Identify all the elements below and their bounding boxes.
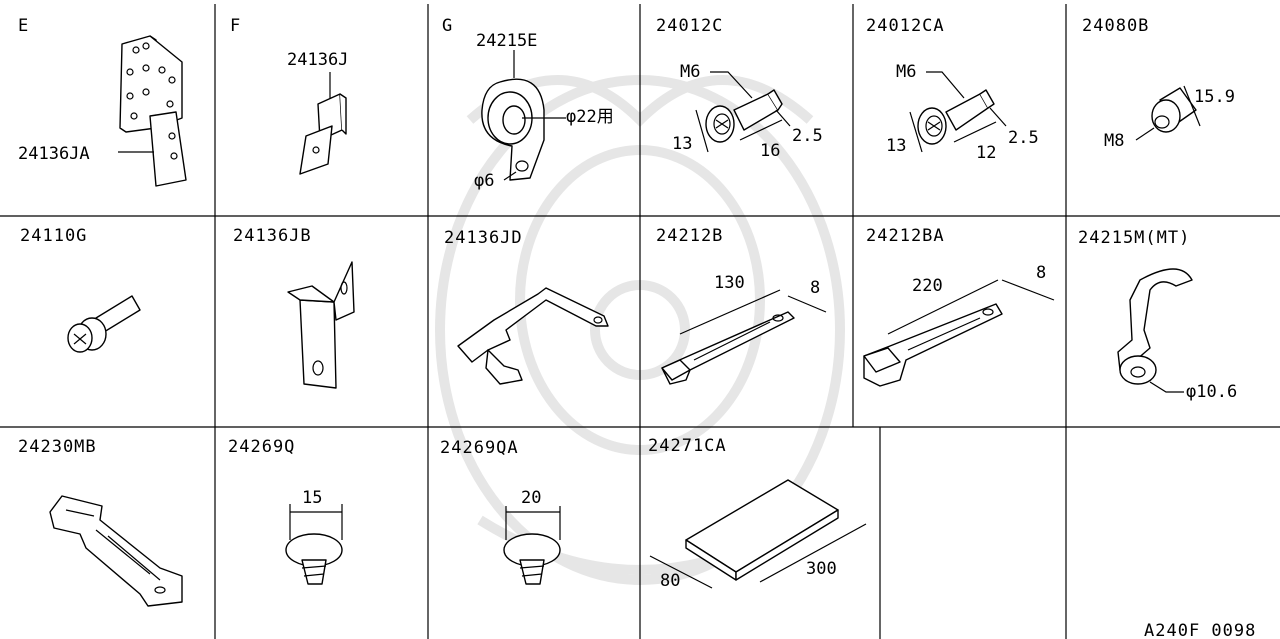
drawing-code: A240F 0098 xyxy=(1144,621,1256,639)
cell-24212ba: 24212BA 220 8 xyxy=(863,226,1055,387)
cell-label: 24230MB xyxy=(18,437,97,457)
cell-label: 24212BA xyxy=(866,226,945,246)
cell-label: G xyxy=(442,16,453,36)
callout-8: 8 xyxy=(810,278,820,298)
callout-2-5: 2.5 xyxy=(792,126,823,146)
callout-8: 8 xyxy=(1036,263,1046,283)
cell-f: F 24136J xyxy=(230,16,348,175)
cell-e: E 24136JA xyxy=(18,16,187,187)
cell-label: 24110G xyxy=(20,226,87,246)
cell-label: F xyxy=(230,16,241,36)
callout-m6: M6 xyxy=(896,62,916,82)
cell-24215m: 24215M(MT) φ10.6 xyxy=(1078,228,1237,402)
callout-phi22: φ22用 xyxy=(566,107,614,127)
callout-300: 300 xyxy=(806,559,837,579)
callout-13: 13 xyxy=(672,134,692,154)
cell-label: 24271CA xyxy=(648,436,727,456)
cell-label: 24269QA xyxy=(440,438,519,458)
callout-24215e: 24215E xyxy=(476,31,537,51)
callout-24136j: 24136J xyxy=(287,50,348,70)
callout-m6: M6 xyxy=(680,62,700,82)
callout-20: 20 xyxy=(521,488,541,508)
grid xyxy=(0,4,1280,639)
callout-24136ja: 24136JA xyxy=(18,144,90,164)
callout-15-9: 15.9 xyxy=(1194,87,1235,107)
callout-2-5: 2.5 xyxy=(1008,128,1039,148)
callout-phi6: φ6 xyxy=(474,171,494,191)
callout-m8: M8 xyxy=(1104,131,1124,151)
callout-phi10-6: φ10.6 xyxy=(1186,382,1237,402)
callout-15: 15 xyxy=(302,488,322,508)
cell-label: 24269Q xyxy=(228,437,295,457)
cell-label: 24080B xyxy=(1082,16,1149,36)
callout-130: 130 xyxy=(714,273,745,293)
cell-label: 24215M(MT) xyxy=(1078,228,1190,248)
cell-label: 24212B xyxy=(656,226,723,246)
cell-24012ca: 24012CA M6 13 12 2.5 xyxy=(866,16,1039,163)
cell-24269q: 24269Q 15 xyxy=(228,437,343,585)
cell-24012c: 24012C M6 13 16 2.5 xyxy=(656,16,823,161)
cell-24136jb: 24136JB xyxy=(233,226,355,389)
cell-24269qa: 24269QA 20 xyxy=(440,438,561,585)
callout-12: 12 xyxy=(976,143,996,163)
cell-label: 24136JD xyxy=(444,228,523,248)
cell-label: E xyxy=(18,16,29,36)
cell-24212b: 24212B 130 8 xyxy=(656,226,827,385)
cell-g: G 24215E φ22用 φ6 xyxy=(442,16,614,191)
cell-24136jd: 24136JD xyxy=(444,228,609,385)
cell-label: 24136JB xyxy=(233,226,312,246)
cell-24110g: 24110G xyxy=(20,226,141,353)
cell-24271ca: 24271CA 80 300 xyxy=(648,436,867,591)
callout-16: 16 xyxy=(760,141,780,161)
cell-label: 24012C xyxy=(656,16,723,36)
cell-24080b: 24080B 15.9 M8 xyxy=(1082,16,1235,151)
cell-24230mb: 24230MB xyxy=(18,437,183,607)
callout-13: 13 xyxy=(886,136,906,156)
cell-label: 24012CA xyxy=(866,16,945,36)
callout-80: 80 xyxy=(660,571,680,591)
callout-220: 220 xyxy=(912,276,943,296)
